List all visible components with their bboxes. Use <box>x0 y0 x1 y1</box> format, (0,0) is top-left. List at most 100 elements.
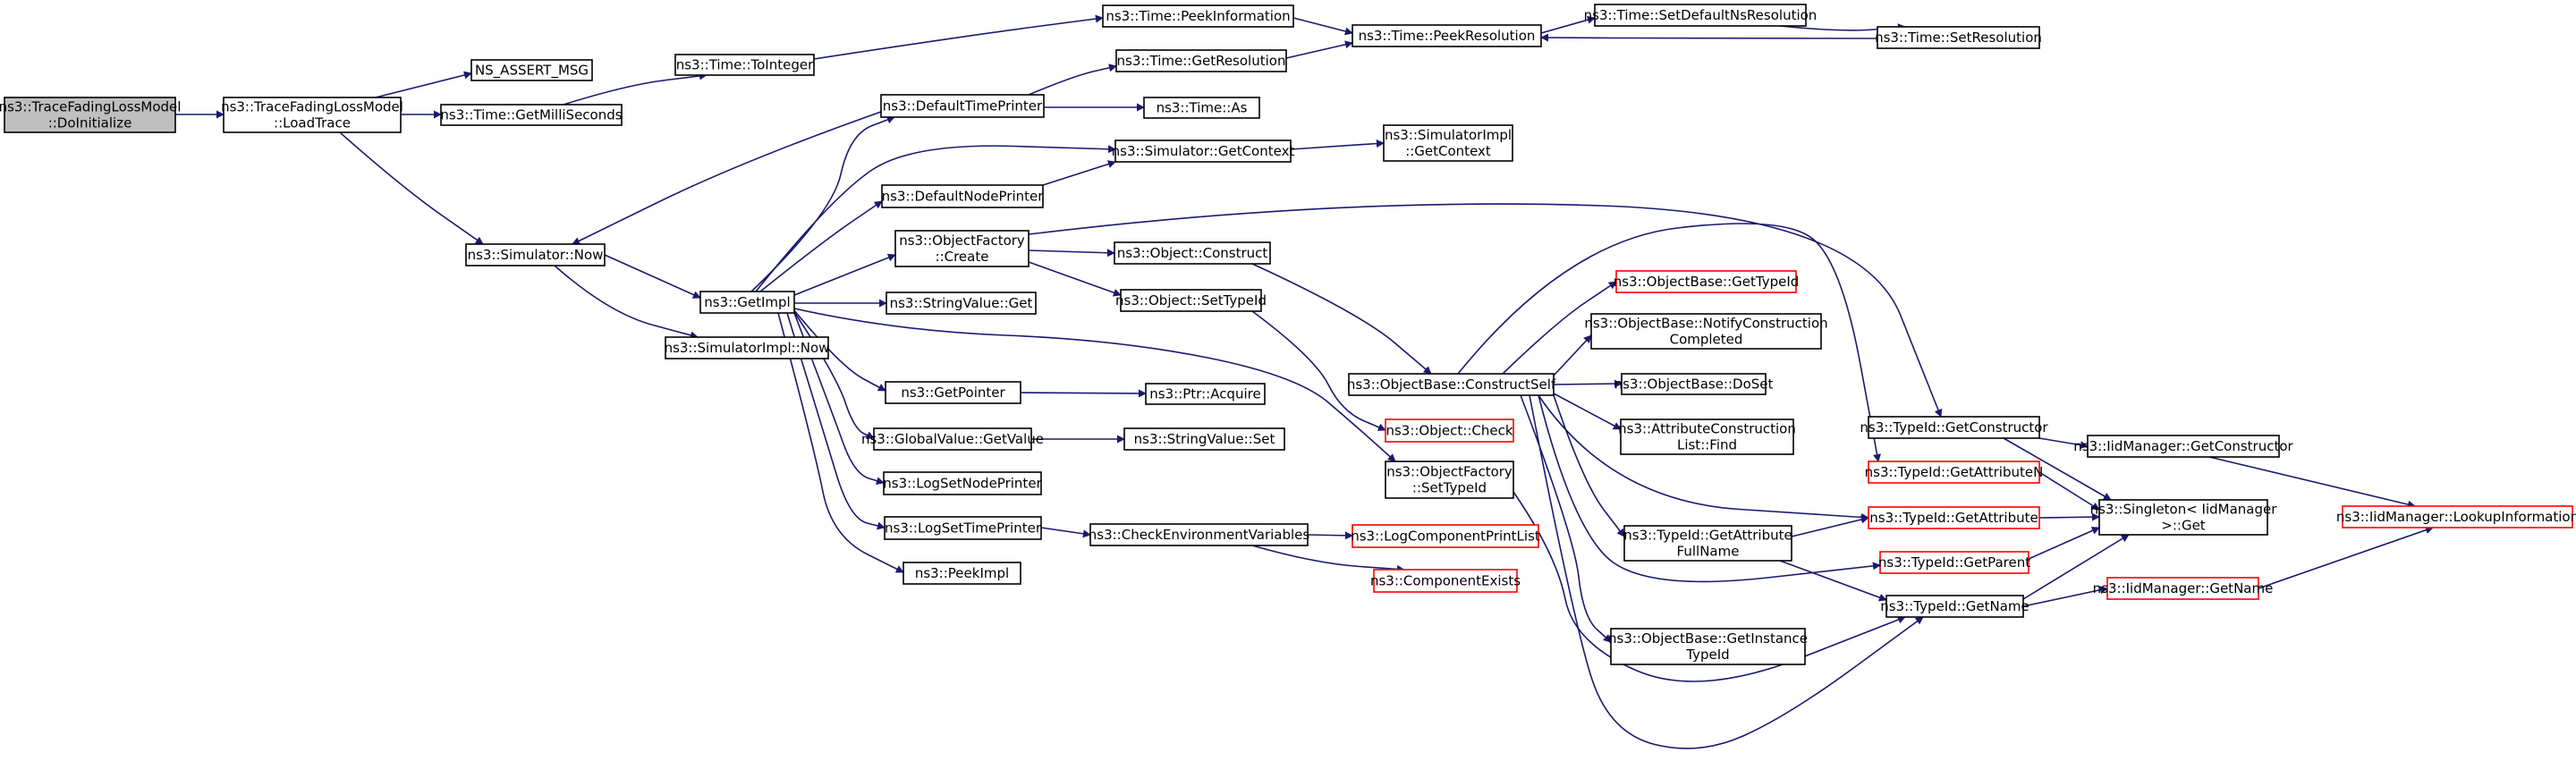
node-box <box>1089 523 1309 546</box>
edge-ofcreate-to-tidgetctor <box>1028 203 1943 418</box>
edge-obconstructself-to-obgettypeid <box>1502 281 1617 375</box>
node-label: ns3::SimulatorImpl <box>1385 127 1512 143</box>
node-box <box>674 54 815 76</box>
node-box <box>894 230 1030 267</box>
edge-line <box>1779 560 1887 602</box>
edges-layer <box>175 14 2434 749</box>
edge-line <box>2003 437 2112 501</box>
node-strvalget[interactable]: ns3::StringValue::Get <box>886 292 1037 315</box>
node-peekinfo[interactable]: ns3::Time::PeekInformation <box>1102 4 1294 28</box>
node-assert[interactable]: NS_ASSERT_MSG <box>470 59 593 81</box>
node-getimpl[interactable]: ns3::GetImpl <box>699 291 795 314</box>
node-box <box>2087 435 2280 458</box>
node-objsettypeid[interactable]: ns3::Object::SetTypeId <box>1115 289 1267 312</box>
node-box <box>1885 595 2024 618</box>
node-box <box>1115 49 1287 72</box>
node-obdoset[interactable]: ns3::ObjectBase::DoSet <box>1614 373 1774 395</box>
node-deftimeprinter[interactable]: ns3::DefaultTimePrinter <box>880 94 1045 118</box>
node-label: >::Get <box>2161 518 2206 534</box>
edge-objconstruct-to-obconstructself <box>1251 263 1432 375</box>
node-timeas[interactable]: ns3::Time::As <box>1143 97 1260 119</box>
node-checkenv[interactable]: ns3::CheckEnvironmentVariables <box>1089 523 1310 546</box>
node-box <box>1348 373 1555 396</box>
node-singleton[interactable]: ns3::Singleton< IidManager >::Get <box>2090 499 2278 536</box>
node-simimplnow[interactable]: ns3::SimulatorImpl::Now <box>665 336 830 359</box>
node-getpointer[interactable]: ns3::GetPointer <box>885 381 1021 404</box>
node-box <box>1383 124 1513 162</box>
node-tointeger[interactable]: ns3::Time::ToInteger <box>674 54 815 76</box>
node-label: ::LoadTrace <box>274 115 351 131</box>
edge-line <box>2022 586 2108 607</box>
node-logsettime[interactable]: ns3::LogSetTimePrinter <box>884 516 1042 540</box>
node-ptracquire[interactable]: ns3::Ptr::Acquire <box>1145 383 1266 405</box>
edge-getimpl-to-deftimeprinter <box>750 115 895 292</box>
node-setdefres[interactable]: ns3::Time::SetDefaultNsResolution <box>1584 4 1818 27</box>
node-peekimpl[interactable]: ns3::PeekImpl <box>902 562 1021 585</box>
node-simnow[interactable]: ns3::Simulator::Now <box>465 243 606 266</box>
node-tidgetparent[interactable]: ns3::TypeId::GetParent <box>1878 551 2030 574</box>
node-getres[interactable]: ns3::Time::GetResolution <box>1115 49 1287 72</box>
edge-line <box>793 309 886 392</box>
node-compexists[interactable]: ns3::ComponentExists <box>1370 569 1521 593</box>
edge-line <box>1290 140 1385 150</box>
node-simimplctx[interactable]: ns3::SimulatorImpl::GetContext <box>1383 124 1513 162</box>
node-obnotify[interactable]: ns3::ObjectBase::NotifyConstructionCompl… <box>1584 313 1828 350</box>
node-label: ns3::TypeId::GetParent <box>1878 554 2030 571</box>
node-label: ns3::GlobalValue::GetValue <box>861 431 1044 447</box>
node-label: ns3::ObjectBase::ConstructSelf <box>1347 376 1556 393</box>
node-getcontext[interactable]: ns3::Simulator::GetContext <box>1112 140 1295 163</box>
node-setres[interactable]: ns3::Time::SetResolution <box>1875 26 2042 49</box>
node-box <box>2098 499 2268 536</box>
node-label: ns3::Time::GetResolution <box>1117 53 1286 69</box>
node-iidgetctor[interactable]: ns3::IidManager::GetConstructor <box>2073 435 2294 458</box>
edge-logsettime-to-checkenv <box>1040 527 1091 538</box>
node-peekres[interactable]: ns3::Time::PeekResolution <box>1352 24 1542 47</box>
node-iidgetname[interactable]: ns3::IidManager::GetName <box>2093 577 2274 600</box>
node-ofcreate[interactable]: ns3::ObjectFactory::Create <box>894 230 1030 267</box>
node-label: ns3::ComponentExists <box>1370 573 1521 589</box>
node-objcheck[interactable]: ns3::Object::Check <box>1385 419 1514 443</box>
node-box <box>440 104 623 126</box>
edge-setdefres-to-setres <box>1779 23 1906 32</box>
node-tidgetattr[interactable]: ns3::TypeId::GetAttribute <box>1868 506 2040 529</box>
edge-getimpl-to-peekimpl <box>777 312 904 573</box>
node-doinit[interactable]: ns3::TraceFadingLossModel::DoInitialize <box>0 97 181 133</box>
node-box <box>873 427 1032 451</box>
node-box <box>1868 506 2040 529</box>
edge-tidgetname-to-iidgetname <box>2022 586 2108 607</box>
node-obgettypeid[interactable]: ns3::ObjectBase::GetTypeId <box>1614 270 1800 293</box>
node-iidlookup[interactable]: ns3::IidManager::LookupInformation <box>2336 505 2576 528</box>
node-loadtrace[interactable]: ns3::TraceFadingLossModel::LoadTrace <box>221 97 403 133</box>
node-tidgetattrn[interactable]: ns3::TypeId::GetAttributeN <box>1865 461 2044 484</box>
edge-tidgetattrfull-to-tidgetname <box>1779 560 1887 602</box>
edge-line <box>750 115 895 292</box>
node-label: ::SetTypeId <box>1412 480 1487 496</box>
node-gvgetvalue[interactable]: ns3::GlobalValue::GetValue <box>861 427 1044 451</box>
edge-obconstructself-to-tidgetattrn <box>1457 223 1881 462</box>
node-tidgetctor[interactable]: ns3::TypeId::GetConstructor <box>1860 416 2048 439</box>
node-getmilli[interactable]: ns3::Time::GetMilliSeconds <box>440 104 623 126</box>
node-tidgetname[interactable]: ns3::TypeId::GetName <box>1880 595 2029 618</box>
edge-line <box>793 253 896 296</box>
node-objconstruct[interactable]: ns3::Object::Construct <box>1114 241 1271 265</box>
node-obconstructself[interactable]: ns3::ObjectBase::ConstructSelf <box>1347 373 1556 396</box>
node-strvalset[interactable]: ns3::StringValue::Set <box>1123 427 1285 451</box>
node-logcompprint[interactable]: ns3::LogComponentPrintList <box>1351 524 1540 548</box>
node-label: TypeId <box>1685 647 1729 663</box>
node-label: List::Find <box>1677 437 1737 453</box>
node-logsetnode[interactable]: ns3::LogSetNodePrinter <box>883 471 1043 495</box>
node-box <box>2106 577 2259 600</box>
edge-line <box>1513 491 1906 682</box>
edge-line <box>1251 310 1386 431</box>
node-label: ns3::Time::As <box>1157 100 1248 116</box>
edge-tidgetattrfull-to-tidgetattr <box>1791 515 1869 537</box>
node-label: NS_ASSERT_MSG <box>475 63 589 80</box>
edge-line <box>1779 23 1906 32</box>
edge-getimpl-to-ofcreate <box>793 253 896 296</box>
node-ofsettypeid[interactable]: ns3::ObjectFactory::SetTypeId <box>1385 461 1514 499</box>
node-defnodeprinter[interactable]: ns3::DefaultNodePrinter <box>881 184 1045 208</box>
edge-simnow-to-simimplnow <box>554 265 699 340</box>
